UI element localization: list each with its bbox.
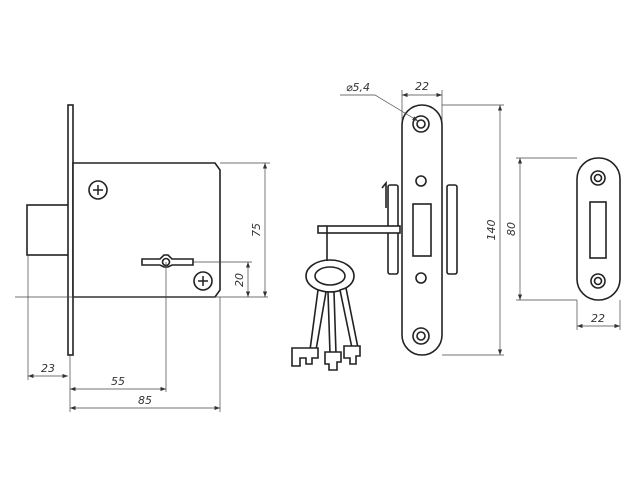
screw-icon	[193, 271, 213, 291]
dim-strike-width: 22	[591, 312, 605, 325]
bolt-slot	[412, 203, 432, 257]
dim-keyhole-offset: 20	[233, 273, 246, 287]
bolt	[26, 204, 71, 256]
dim-strike-height: 80	[505, 222, 518, 236]
dim-backset: 55	[111, 375, 125, 388]
keys-icon	[291, 226, 361, 371]
screw-icon	[88, 180, 108, 200]
dim-hole-diameter: ⌀5,4	[346, 81, 370, 94]
key-shaft	[317, 225, 401, 234]
strike-plate: 80 22	[505, 157, 621, 330]
lock-side-view: 75 20 23 55 85	[15, 104, 270, 412]
dim-body-height: 75	[250, 223, 263, 237]
strike-slot	[589, 201, 607, 259]
catch	[381, 180, 387, 208]
dim-faceplate-width: 22	[415, 80, 429, 93]
dim-faceplate-height: 140	[485, 220, 498, 241]
dim-body-depth: 85	[138, 394, 152, 407]
case-edge	[446, 184, 458, 275]
dim-bolt-projection: 23	[41, 362, 55, 375]
lock-front-view: 140 22 ⌀5,4	[291, 80, 504, 371]
